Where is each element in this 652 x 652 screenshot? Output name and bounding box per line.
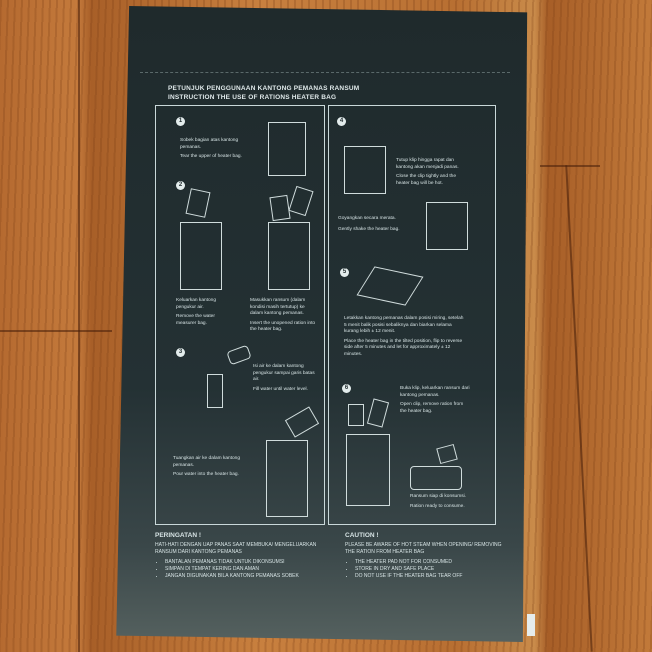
- heater-bag-icon: [346, 434, 390, 506]
- plank-seam: [0, 330, 112, 332]
- step-2a-text: Keluarkan kantong pengukur air. Remove t…: [176, 298, 217, 326]
- step-3b-text: Tuangkan air ke dalam kantong pemanas. P…: [173, 456, 241, 477]
- instructions-right-panel: [328, 105, 496, 525]
- step-number: 3: [176, 348, 185, 357]
- bag-corner-tab: [527, 614, 535, 636]
- zip-seal: [140, 72, 510, 76]
- step-number: 1: [176, 117, 185, 126]
- water-measurer-icon: [207, 374, 223, 408]
- heater-bag-icon: [268, 222, 310, 290]
- step-2b-text: Masukkan ransum (dalam kondisi masih ter…: [250, 298, 316, 332]
- heater-bag-icon: [344, 146, 386, 194]
- ration-pack-icon: [269, 194, 291, 222]
- heater-bag-icon: [266, 440, 308, 517]
- ration-pack-icon: [348, 404, 364, 426]
- step-1-text: Sobek bagian atas kantong pemanas. Tear …: [180, 138, 242, 159]
- step-number: 6: [342, 384, 351, 393]
- step-4b-text: Goyangkan secara merata. Gently shake th…: [338, 216, 400, 232]
- step-5-text: Letakkan kantong pemanas dalam posisi mi…: [344, 316, 464, 357]
- ration-tray-icon: [410, 466, 462, 490]
- plank-seam: [78, 0, 80, 652]
- step-6-text: Buka klip, keluarkan ransum dari kantong…: [400, 386, 470, 414]
- instructions-left-panel: [155, 105, 325, 525]
- step-4-text: Tutup klip hingga rapat dan kantong akan…: [396, 158, 459, 186]
- heater-bag-icon: [426, 202, 468, 250]
- warning-english: CAUTION ! PLEASE BE AWARE OF HOT STEAM W…: [345, 532, 510, 580]
- instructions-header: PETUNJUK PENGGUNAAN KANTONG PEMANAS RANS…: [168, 85, 360, 101]
- step-number: 5: [340, 268, 349, 277]
- step-3-text: Isi air ke dalam kantong pengukur sampai…: [253, 364, 315, 392]
- step-number: 2: [176, 181, 185, 190]
- heater-bag-icon: [268, 122, 306, 176]
- warning-indonesian: PERINGATAN ! HATI-HATI DENGAN UAP PANAS …: [155, 532, 325, 580]
- step-6b-text: Ransum siap di konsumsi. Ration ready to…: [410, 494, 466, 509]
- heater-bag-package: [116, 6, 528, 642]
- step-number: 4: [337, 117, 346, 126]
- heater-bag-icon: [180, 222, 222, 290]
- plank-seam: [540, 165, 600, 167]
